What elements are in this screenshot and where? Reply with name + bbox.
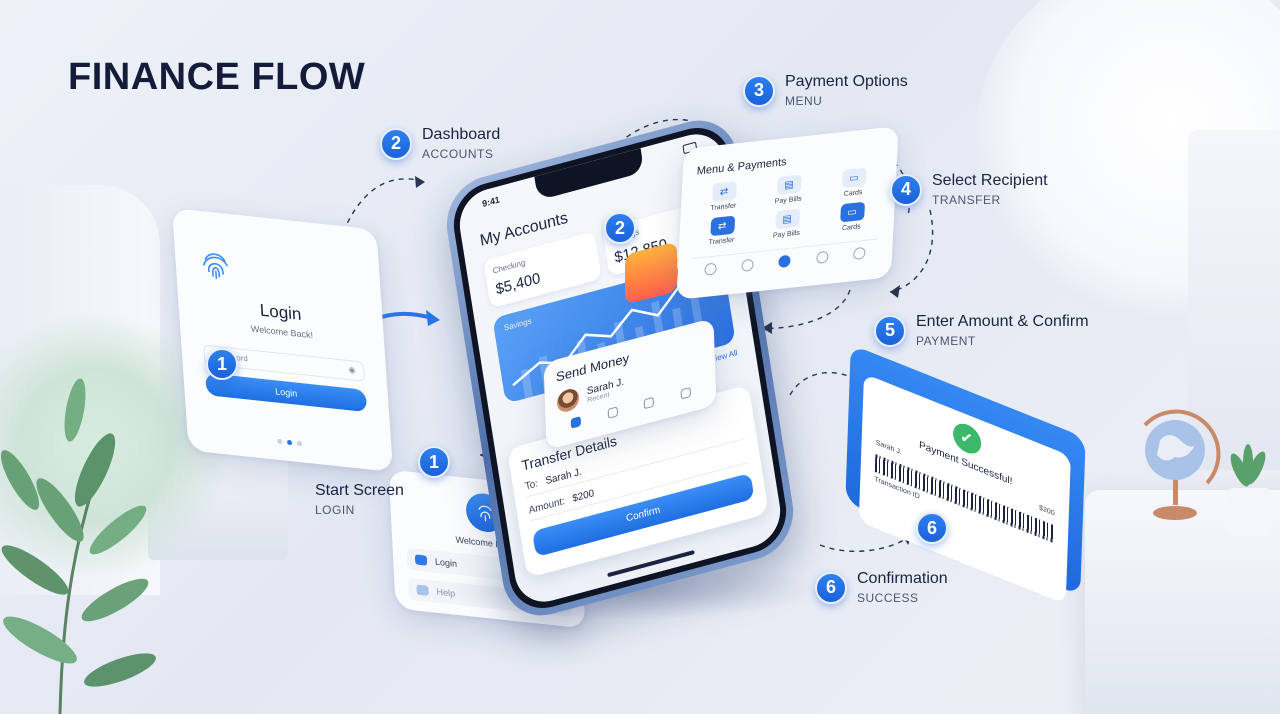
payments-icon[interactable] bbox=[778, 254, 792, 269]
menu-item-pay-bills[interactable]: ▤Pay Bills bbox=[760, 173, 818, 207]
check-icon: ✓ bbox=[952, 419, 982, 458]
globe-icon bbox=[1143, 409, 1221, 520]
swap-icon: ⇄ bbox=[709, 215, 735, 237]
step-badge: 4 bbox=[890, 173, 922, 206]
menu-item-label: Pay Bills bbox=[774, 195, 802, 206]
card-icon: ▭ bbox=[841, 167, 867, 189]
step-title: Payment Options bbox=[785, 73, 908, 90]
menu-item-cards[interactable]: ▭Cards bbox=[823, 200, 881, 234]
wallet-icon[interactable] bbox=[607, 406, 618, 419]
login-step-badge: 1 bbox=[206, 348, 238, 380]
swap-icon: ⇄ bbox=[711, 181, 737, 203]
menu-item-label: Transfer bbox=[708, 236, 735, 247]
profile-icon[interactable] bbox=[680, 386, 691, 400]
confirmation-step-badge: 6 bbox=[916, 512, 948, 544]
step-title: Confirmation bbox=[857, 570, 948, 587]
menu-item-label: Transfer bbox=[710, 202, 737, 213]
search-icon[interactable] bbox=[643, 396, 655, 410]
potted-plant-icon bbox=[1226, 444, 1272, 536]
page-dot bbox=[276, 438, 283, 445]
transfer-to-value: Sarah J. bbox=[544, 466, 583, 488]
payment-menu-card: Menu & Payments ⇄Transfer ▤Pay Bills ▭Ca… bbox=[676, 126, 899, 300]
eye-icon: ◉ bbox=[348, 365, 356, 375]
step-badge: 6 bbox=[815, 571, 847, 604]
page-dot bbox=[296, 440, 303, 447]
transfer-amount-value: $200 bbox=[571, 488, 595, 505]
card-icon: ▭ bbox=[839, 201, 865, 223]
bill-icon: ▤ bbox=[774, 208, 800, 230]
home-icon[interactable] bbox=[570, 416, 582, 429]
avatar bbox=[556, 386, 580, 415]
start-login-label: Login bbox=[434, 556, 458, 569]
step-sub: PAYMENT bbox=[916, 334, 976, 348]
success-amount: $200 bbox=[1038, 504, 1055, 518]
wallet-icon[interactable] bbox=[741, 258, 754, 272]
step-title: Start Screen bbox=[315, 482, 404, 499]
step-badge: 3 bbox=[743, 74, 775, 107]
background-wall-panel bbox=[1188, 130, 1280, 470]
fingerprint-icon bbox=[202, 253, 229, 279]
page-dot-active bbox=[286, 439, 293, 446]
step-title: Select Recipient bbox=[932, 172, 1048, 189]
page-title: FINANCE FLOW bbox=[68, 56, 366, 98]
user-icon bbox=[414, 554, 428, 566]
step-title: Enter Amount & Confirm bbox=[916, 313, 1089, 330]
step-sub: ACCOUNTS bbox=[422, 147, 494, 161]
step-badge: 1 bbox=[418, 446, 450, 478]
menu-item-label: Cards bbox=[843, 189, 863, 199]
home-icon[interactable] bbox=[703, 262, 717, 276]
home-indicator bbox=[607, 550, 695, 578]
profile-icon[interactable] bbox=[815, 250, 829, 265]
step-sub: LOGIN bbox=[315, 503, 355, 517]
step-badge: 2 bbox=[380, 127, 412, 160]
step-title: Dashboard bbox=[422, 126, 501, 143]
menu-item-label: Pay Bills bbox=[772, 229, 800, 240]
fingerprint-icon bbox=[478, 505, 492, 522]
transfer-amount-label: Amount: bbox=[527, 495, 566, 517]
settings-icon[interactable] bbox=[853, 246, 866, 261]
menu-item-transfer[interactable]: ⇄Transfer bbox=[695, 180, 753, 214]
step-sub: SUCCESS bbox=[857, 591, 919, 605]
step-badge: 5 bbox=[874, 314, 906, 347]
bill-icon: ▤ bbox=[776, 174, 802, 196]
start-screen-card: Welcome Back! Login Help bbox=[388, 469, 586, 629]
login-screen-card: Login Welcome Back! Password ◉ Login bbox=[171, 207, 394, 473]
plant-illustration bbox=[0, 378, 156, 714]
menu-item-transfer[interactable]: ⇄Transfer bbox=[693, 214, 751, 248]
dashboard-step-badge: 2 bbox=[604, 212, 636, 244]
fingerprint-button[interactable] bbox=[465, 491, 506, 534]
menu-item-cards[interactable]: ▭Cards bbox=[824, 166, 882, 200]
menu-item-label: Cards bbox=[841, 223, 861, 233]
menu-item-pay-bills[interactable]: ▤Pay Bills bbox=[758, 207, 816, 241]
status-time: 9:41 bbox=[481, 194, 501, 210]
step-sub: MENU bbox=[785, 94, 823, 108]
help-icon bbox=[416, 584, 429, 596]
step-sub: TRANSFER bbox=[932, 193, 1001, 207]
transfer-to-label: To: bbox=[524, 478, 539, 493]
menu-grid: ⇄Transfer ▤Pay Bills ▭Cards ⇄Transfer ▤P… bbox=[693, 166, 883, 248]
